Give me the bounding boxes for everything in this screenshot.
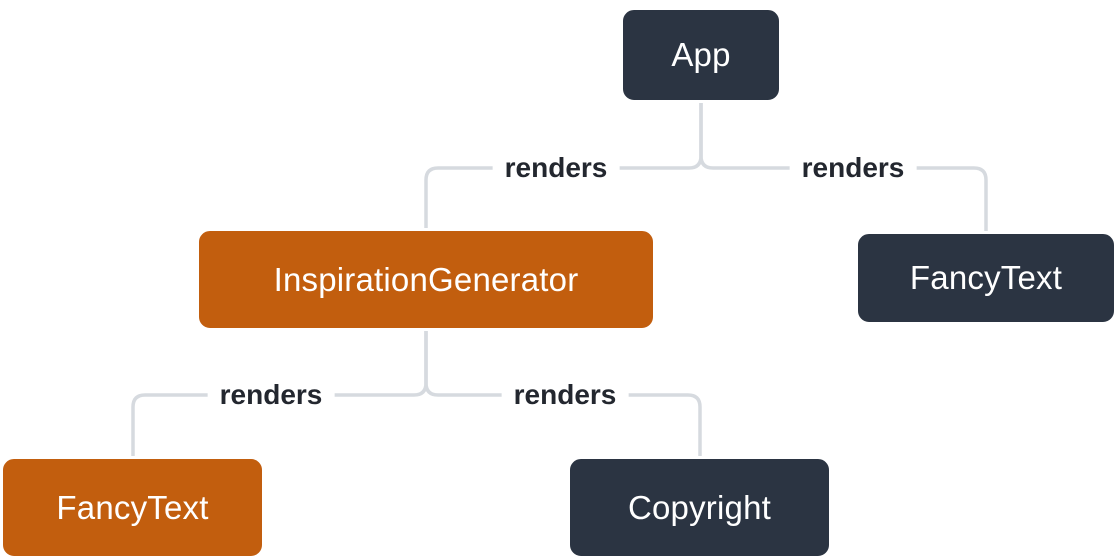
edge-label-renders-inspirationgenerator-fancytext: renders <box>207 377 335 413</box>
node-app-label: App <box>671 36 731 73</box>
node-copyright-label: Copyright <box>627 488 772 526</box>
node-inspiration-generator-label: InspirationGenerator <box>273 260 579 298</box>
edge-label-renders-app-inspirationgenerator: renders <box>492 150 620 186</box>
edge-label-renders-inspirationgenerator-copyright: renders <box>501 377 629 413</box>
node-inspiration-generator: InspirationGenerator <box>196 228 656 331</box>
node-fancy-text-right-label: FancyText <box>909 259 1063 296</box>
edge-label-renders-app-fancytext: renders <box>789 150 917 186</box>
node-app: App <box>620 7 782 103</box>
node-fancy-text-right: FancyText <box>855 231 1117 325</box>
node-copyright: Copyright <box>567 456 832 559</box>
node-fancy-text-left-label: FancyText <box>56 488 209 526</box>
node-fancy-text-left: FancyText <box>0 456 265 559</box>
